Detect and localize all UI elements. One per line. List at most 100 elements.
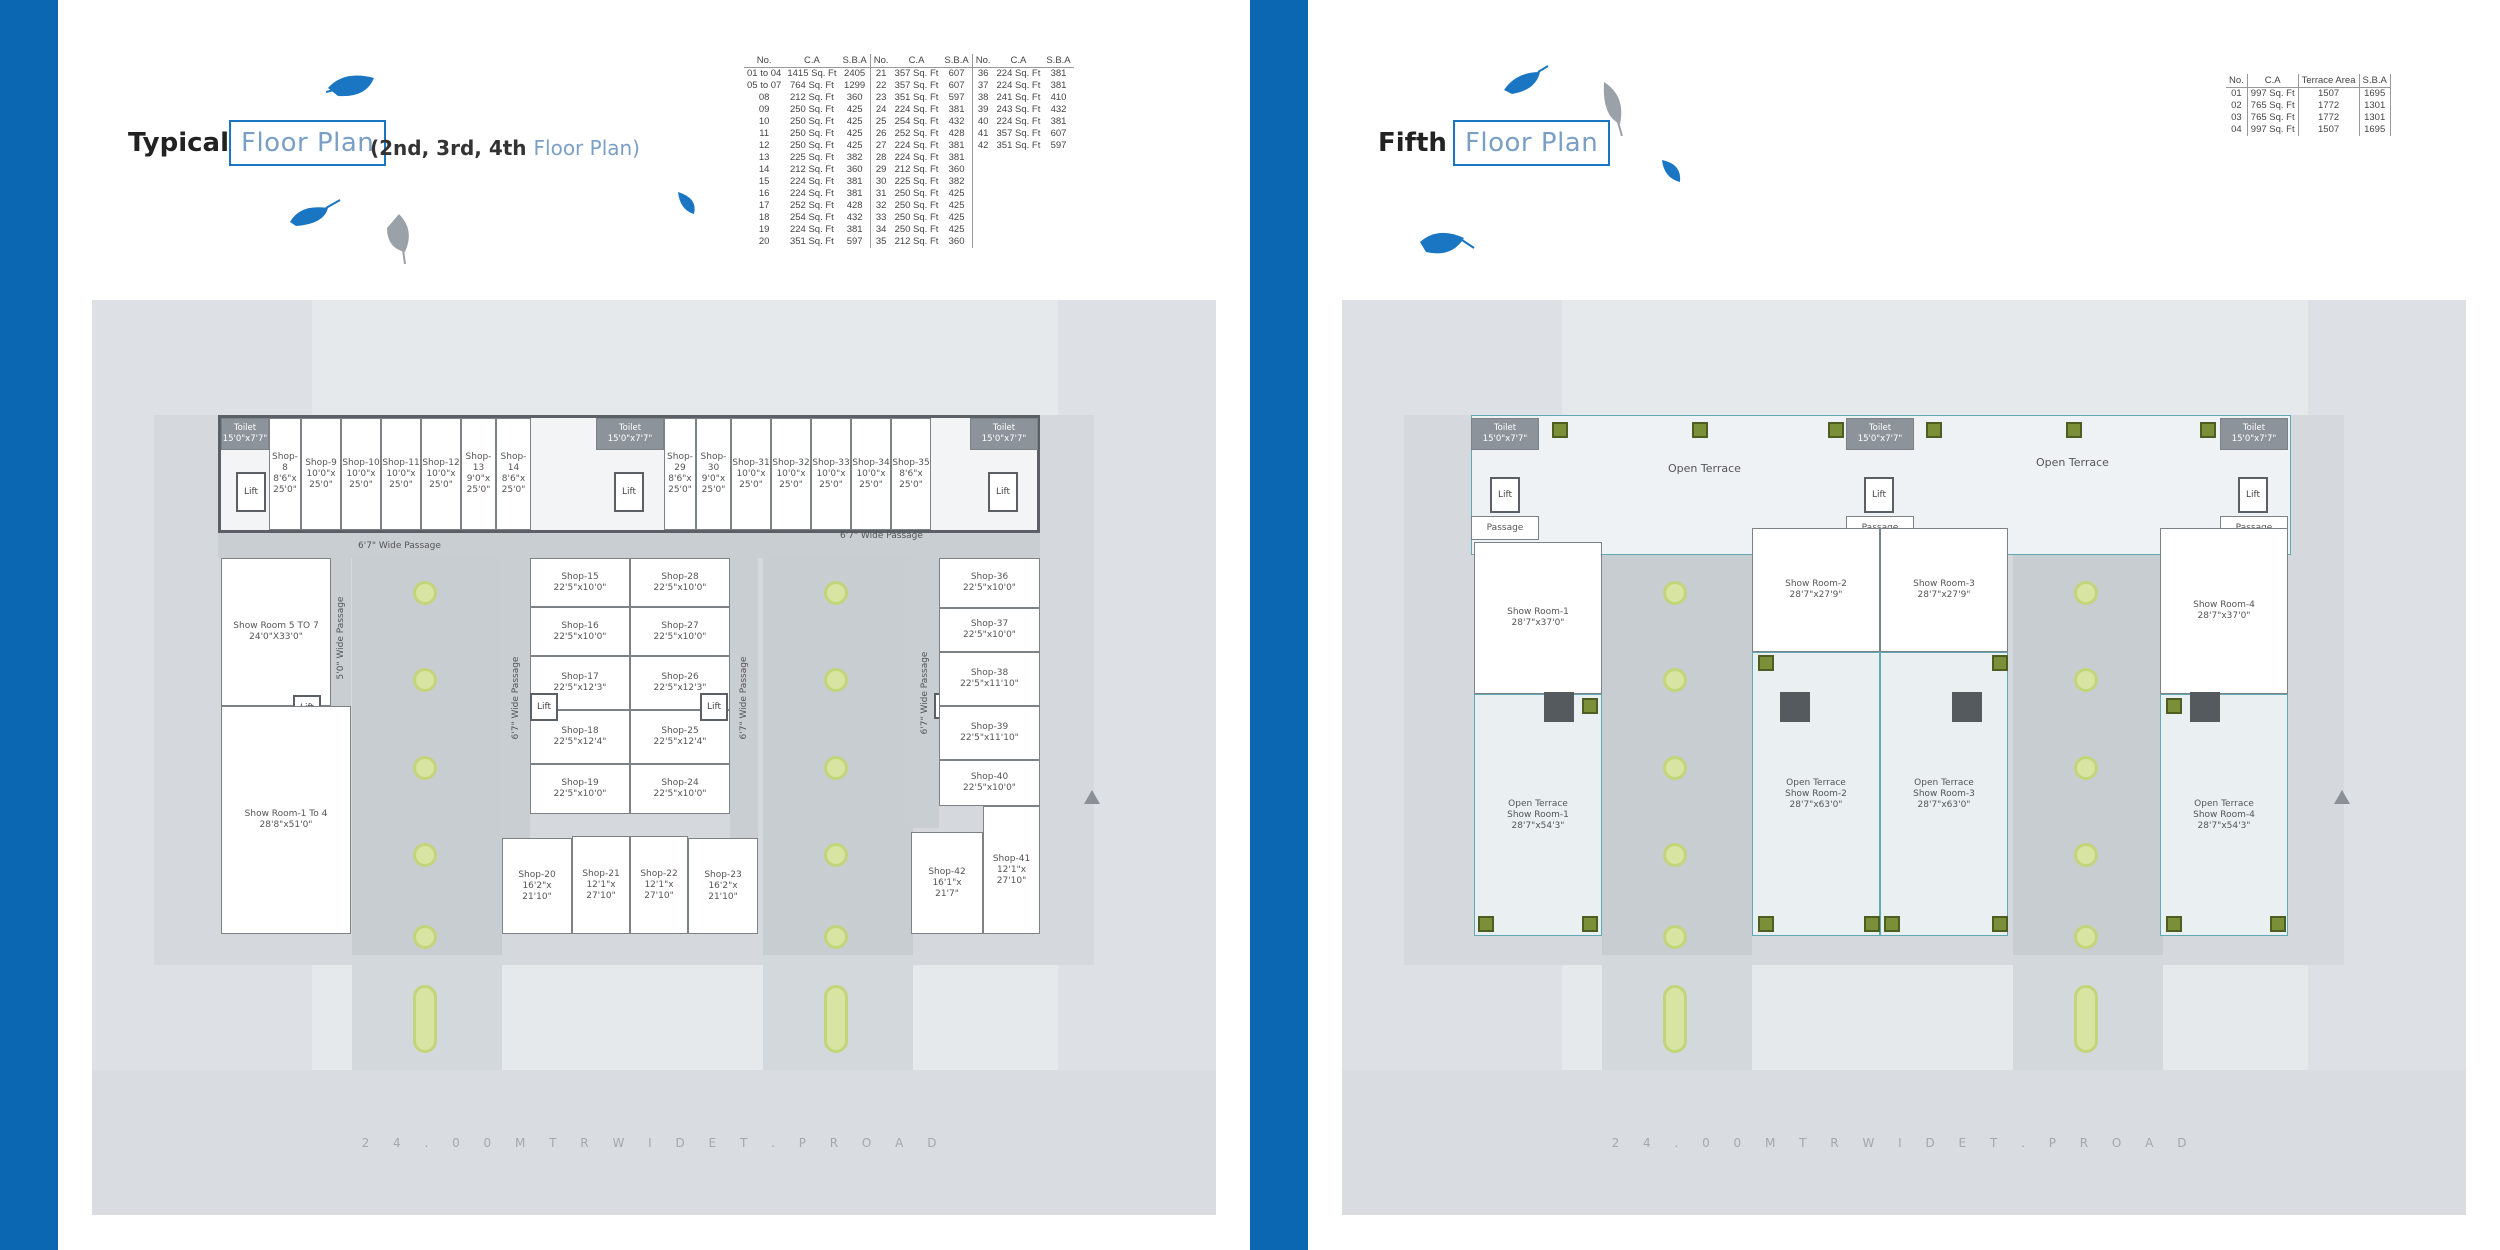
room-dim: 28'7"x37'0" — [1511, 618, 1565, 628]
room-dim: 22'5"x10'0" — [963, 630, 1016, 640]
pillar-marker — [824, 843, 848, 867]
room-dim: 16'2"x — [522, 880, 552, 891]
room-dim: 22'5"x10'0" — [653, 582, 707, 593]
pillar-marker — [1663, 668, 1687, 692]
table-cell: 241 Sq. Ft — [996, 92, 1041, 103]
pillar-marker — [1663, 756, 1687, 780]
table-cell: 382 — [839, 152, 871, 164]
room-dim: 28'7"x37'0" — [2197, 611, 2251, 621]
room-label: Shop-13 — [465, 452, 492, 473]
room-dim: 25'0" — [668, 485, 692, 495]
table-cell: 29 — [875, 164, 887, 175]
north-arrow-icon — [2334, 790, 2350, 804]
planter-icon — [1864, 916, 1880, 932]
table-cell: 1772 — [2298, 100, 2360, 112]
room-dim: 25'0" — [859, 479, 883, 490]
leaf-icon — [290, 199, 341, 226]
room-label: Shop-35 — [892, 457, 930, 468]
room-dim: 28'7"x27'9" — [1789, 590, 1843, 600]
table-cell — [1043, 236, 1073, 248]
side-passage: 6'7" Wide Passage — [730, 558, 758, 838]
table-cell — [972, 176, 993, 188]
table-cell: 12 — [758, 140, 770, 151]
table-cell: 24 — [875, 104, 887, 115]
passage-label: 6'7" Wide Passage — [358, 540, 441, 551]
pillar-marker — [2074, 581, 2098, 605]
title-bold: Fifth — [1378, 128, 1447, 158]
table-cell: 360 — [839, 92, 871, 104]
lift-box: Lift — [1490, 477, 1520, 513]
shaft-block — [1544, 692, 1574, 722]
room-dim: 16'1"x — [932, 877, 962, 888]
toilet-dim: 15'0"x7'7" — [981, 434, 1027, 444]
toilet-dim: 15'0"x7'7" — [1857, 434, 1903, 444]
table-cell: 252 Sq. Ft — [894, 128, 939, 139]
room-label: Open Terrace — [2194, 798, 2254, 809]
room-dim: 27'10" — [644, 890, 674, 901]
pillar-marker — [2074, 668, 2098, 692]
lift-label: Lift — [2245, 490, 2261, 500]
leaf-icon — [678, 192, 695, 214]
table-cell: 250 Sq. Ft — [894, 200, 939, 211]
room-label: Shop-10 — [342, 457, 380, 468]
passage-label: 6'7" Wide Passage — [840, 531, 923, 541]
planter-icon — [2066, 422, 2082, 438]
table-header-cell: C.A — [993, 54, 1044, 68]
table-cell: 212 Sq. Ft — [789, 164, 834, 175]
table-cell — [1043, 212, 1073, 224]
room-dim: 25'0" — [389, 479, 413, 490]
table-cell: 381 — [1050, 68, 1067, 79]
table-header-cell: C.A — [2247, 74, 2299, 88]
table-header-cell: No. — [870, 54, 892, 68]
planter-icon — [1478, 916, 1494, 932]
toilet-label: Toilet — [1868, 423, 1892, 433]
drive-court — [763, 555, 913, 955]
table-header-cell: No. — [972, 54, 994, 68]
table-cell: 597 — [839, 236, 871, 248]
room-dim: 22'5"x12'3" — [553, 683, 607, 693]
leaf-grey-icon — [387, 214, 409, 264]
table-cell: 41 — [977, 128, 989, 139]
room-label: Shop-29 — [667, 452, 693, 473]
open-terrace-label: Open Terrace — [1668, 462, 1741, 475]
room-label: Shop-39 — [970, 722, 1009, 732]
room-label: Shop-37 — [970, 619, 1009, 629]
table-cell: 243 Sq. Ft — [996, 104, 1041, 115]
pillar-marker — [413, 925, 437, 949]
leaf-grey-icon — [1603, 82, 1623, 136]
pillar-marker — [413, 668, 437, 692]
room-dim: 10'0"x — [306, 468, 336, 479]
table-cell: 11 — [759, 128, 770, 139]
table-cell: 250 Sq. Ft — [789, 128, 834, 139]
table-cell: 381 — [941, 140, 973, 152]
drive-court — [352, 555, 502, 955]
room-label: Shop-34 — [852, 457, 890, 468]
left-blue-stripe — [0, 0, 58, 1250]
table-cell: 42 — [977, 140, 989, 151]
room-dim: 22'5"x10'0" — [653, 631, 707, 642]
toilet-dim: 15'0"x7'7" — [607, 434, 653, 444]
room-label: Shop-9 — [305, 457, 337, 468]
room-dim: 8'6"x — [668, 474, 692, 484]
table-cell: 01 — [2226, 87, 2248, 100]
table-cell: 381 — [941, 104, 973, 116]
table-cell: 40 — [977, 116, 989, 127]
